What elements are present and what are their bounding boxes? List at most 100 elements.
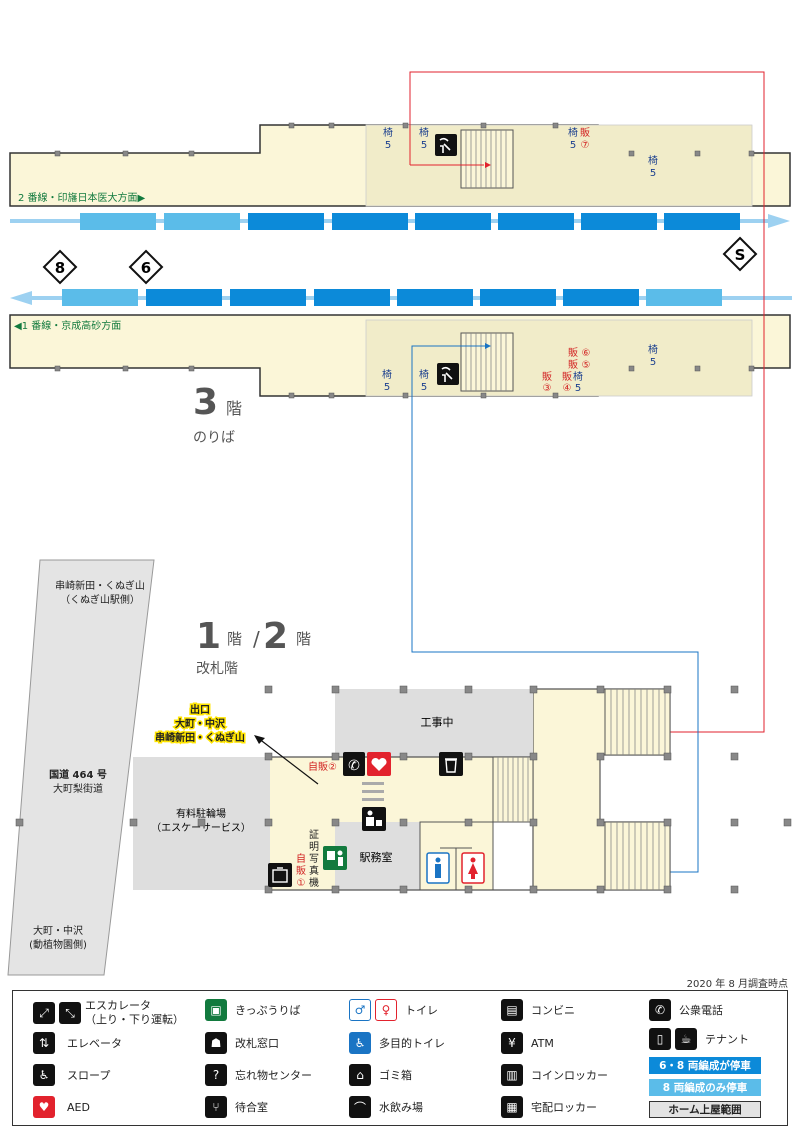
bench-label: 椅	[573, 370, 583, 383]
vending-number: ⑥	[582, 348, 591, 359]
delivery-locker-icon: ▦	[501, 1096, 523, 1118]
legend-waiting-room: ⑂ 待合室	[205, 1096, 268, 1118]
slope-icon: ♿	[33, 1064, 55, 1086]
svg-text:明: 明	[309, 841, 319, 853]
bench-label: 椅	[648, 154, 658, 167]
bench-count: 5	[384, 382, 390, 393]
concourse-stairs	[492, 756, 534, 823]
car-stop-6-marker: 6	[128, 249, 164, 285]
vending-label: 販	[568, 359, 578, 371]
legend-label: AED	[67, 1100, 90, 1114]
legend-ticket-window: ☗ 改札窓口	[205, 1032, 279, 1054]
aed-icon	[367, 752, 391, 776]
legend-label: ATM	[531, 1036, 554, 1050]
platform-1-label: ◀1 番線・京成高砂方面	[14, 319, 121, 332]
platform-columns	[54, 122, 755, 399]
toilet-women-icon: ♀	[375, 999, 397, 1021]
ticket-gates	[362, 782, 384, 801]
bench-count: 5	[385, 140, 391, 151]
legend-coin-locker: ▥ コインロッカー	[501, 1064, 608, 1086]
toilet-men-icon	[426, 852, 450, 884]
ticket-machine-icon	[323, 846, 347, 870]
road-north-direction-sub: （くぬぎ山駅側）	[60, 593, 140, 606]
coin-locker-icon: ▥	[501, 1064, 523, 1086]
legend-label: エスカレータ （上り・下り運転）	[85, 999, 184, 1026]
drinking-fountain-icon	[437, 363, 459, 385]
floor-12-number-2: 2	[263, 616, 288, 657]
vending-label: 販	[542, 371, 552, 383]
aed-icon: ♥	[33, 1096, 55, 1118]
svg-text:串崎新田・くぬぎ山: 串崎新田・くぬぎ山	[155, 731, 245, 744]
exit-arrow	[257, 737, 319, 785]
construction-label: 工事中	[421, 716, 454, 729]
waiting-room-icon: ⑂	[205, 1096, 227, 1118]
legend-label: トイレ	[405, 1004, 438, 1017]
platform-1-roof-area	[365, 319, 753, 397]
bicycle-parking-label: 有料駐輪場	[176, 807, 226, 820]
legend-convenience-store: ▤ コンビニ	[501, 999, 575, 1021]
car-stop-8-marker: 8	[42, 249, 78, 285]
route-to-platform-1	[411, 345, 699, 873]
legend-platform-roof-range: ホーム上屋範囲	[649, 1101, 761, 1118]
elevator-icon: ⇅	[33, 1032, 55, 1054]
bench-count: 5	[650, 357, 656, 368]
road-area	[7, 559, 155, 976]
platform-2-stairs	[460, 129, 514, 189]
svg-text:出口: 出口	[190, 703, 210, 716]
legend-tenant: ▯ ☕ テナント	[649, 1028, 749, 1050]
vending-machine-1-number: ①	[297, 878, 306, 889]
station-office-area	[335, 822, 420, 890]
legend-atm: ¥ ATM	[501, 1032, 554, 1054]
legend-label: 待合室	[235, 1101, 268, 1114]
ticket-machine-icon: ▣	[205, 999, 227, 1021]
bench-label: 椅	[383, 126, 393, 139]
vending-machine-1-label: 販	[296, 865, 306, 877]
atm-icon: ¥	[501, 1032, 523, 1054]
bench-label: 椅	[419, 368, 429, 381]
legend-escalator: ⤢ ⤡ エスカレータ （上り・下り運転）	[33, 999, 184, 1027]
lost-property-icon	[362, 807, 386, 831]
vending-machine-1-label: 自	[296, 852, 306, 865]
legend-label: テナント	[705, 1033, 749, 1046]
escalator-icon: ⤢	[33, 1002, 55, 1024]
survey-date: 2020 年 8 月調査時点	[686, 979, 788, 990]
road-name-sub: 大町梨街道	[53, 782, 103, 795]
drinking-fountain-icon	[435, 134, 457, 156]
legend-label: ゴミ箱	[379, 1069, 412, 1082]
legend-toilet: ♂ ♀ トイレ	[349, 999, 438, 1021]
legend-label: 多目的トイレ	[379, 1037, 445, 1050]
platform-1-stairs	[460, 332, 514, 392]
floor-12-number-1: 1	[196, 616, 221, 657]
svg-text:真: 真	[309, 864, 319, 877]
floor-3-kai: 階	[226, 399, 242, 418]
lost-property-icon: ?	[205, 1064, 227, 1086]
car-stop-s-marker: S	[722, 236, 758, 272]
legend-label: コインロッカー	[531, 1069, 608, 1082]
legend-elevator: ⇅ エレベータ	[33, 1032, 122, 1054]
legend-aed: ♥ AED	[33, 1096, 90, 1118]
bench-label: 椅	[648, 343, 658, 356]
station-office-label: 駅務室	[360, 850, 393, 864]
stairs-to-platform-2	[604, 688, 671, 756]
legend-ticket-machine: ▣ きっぷうりば	[205, 999, 301, 1021]
bench-count: 5	[650, 168, 656, 179]
legend-slope: ♿ スロープ	[33, 1064, 110, 1086]
tenant-icon: ☕	[675, 1028, 697, 1050]
platform-2-label: 2 番線・印旛日本医大方面▶	[18, 191, 146, 204]
vending-number: ④	[563, 383, 572, 394]
train-cars-track-2	[80, 213, 740, 230]
coin-locker-icon	[268, 863, 292, 887]
construction-area	[335, 689, 533, 757]
legend-lost-property: ? 忘れ物センター	[205, 1064, 312, 1086]
bicycle-parking-operator: （エスケーサービス）	[151, 822, 251, 834]
legend-6-8-car-stop: 6・8 両編成が停車	[649, 1057, 761, 1074]
legend-label: コンビニ	[531, 1004, 575, 1017]
legend-label: エレベータ	[67, 1037, 122, 1050]
floor-12-kai-2: 階	[296, 630, 311, 648]
vending-label: 販	[568, 347, 578, 359]
bench-label: 椅	[382, 368, 392, 381]
exit-sign: 出口 大町・中沢 串崎新田・くぬぎ山	[154, 702, 247, 746]
legend-trash-can: ⌂ ゴミ箱	[349, 1064, 412, 1086]
bench-count: 5	[421, 382, 427, 393]
